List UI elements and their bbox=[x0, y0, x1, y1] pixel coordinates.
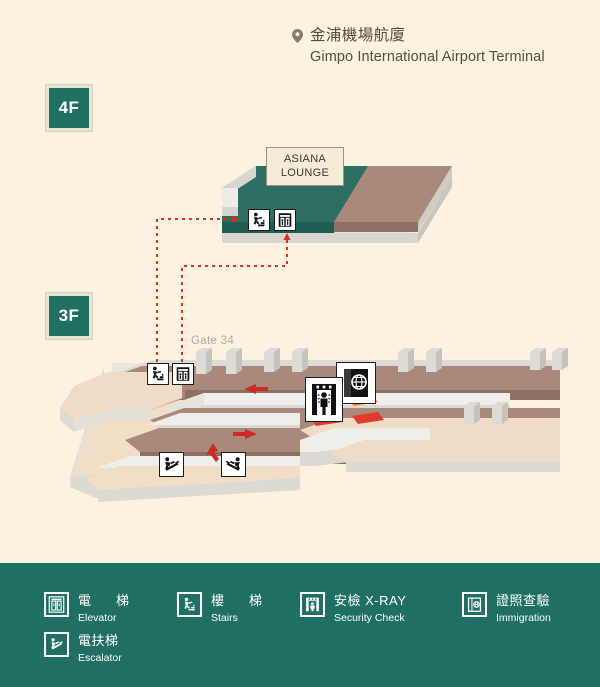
legend-label-en: Stairs bbox=[211, 612, 238, 624]
legend-item-immigration: 證照查驗 Immigration bbox=[462, 592, 551, 626]
page-title-zh-row: 金浦機場航廈 bbox=[292, 26, 592, 46]
floorplan-illustration bbox=[60, 166, 568, 502]
location-pin-icon bbox=[292, 29, 303, 44]
legend-label-zh: 電扶梯 bbox=[78, 633, 119, 648]
floor-3f-slab bbox=[60, 348, 568, 502]
legend-label-en: Escalator bbox=[78, 652, 122, 664]
map-icon-escalator-down[interactable] bbox=[221, 452, 246, 477]
map-icon-stairs-3f[interactable] bbox=[147, 363, 169, 385]
lounge-label-line1: ASIANA bbox=[283, 152, 327, 165]
legend-label-zh: 安檢 X-RAY bbox=[334, 593, 407, 608]
floor-badge-4f-label: 4F bbox=[58, 98, 80, 117]
legend-item-security-check: 安檢 X-RAY Security Check bbox=[300, 592, 406, 626]
legend-item-stairs: 樓 梯 Stairs bbox=[177, 592, 268, 626]
escalator-icon bbox=[44, 632, 69, 657]
legend-label-en: Immigration bbox=[496, 612, 551, 624]
page-title: 金浦機場航廈 bbox=[310, 27, 406, 44]
lounge-label-line2: LOUNGE bbox=[280, 166, 330, 179]
map-icon-elevator-3f[interactable] bbox=[172, 363, 194, 385]
route-path bbox=[156, 215, 291, 362]
map-icon-security-check-3f[interactable] bbox=[305, 377, 343, 422]
direction-arrows bbox=[206, 384, 268, 462]
legend-label-en: Elevator bbox=[78, 612, 117, 624]
legend-label-en: Security Check bbox=[334, 612, 405, 624]
legend-label-zh: 樓 梯 bbox=[211, 593, 269, 608]
asiana-lounge-label: ASIANA LOUNGE bbox=[266, 147, 344, 186]
page-subtitle: Gimpo International Airport Terminal bbox=[310, 49, 545, 66]
gate-34-label: Gate 34 bbox=[191, 335, 235, 347]
floor-4f-slab bbox=[218, 166, 452, 243]
stairs-icon bbox=[177, 592, 202, 617]
legend-item-escalator: 電扶梯 Escalator bbox=[44, 632, 122, 666]
legend-item-elevator: 電 梯 Elevator bbox=[44, 592, 135, 626]
legend-label-zh: 證照查驗 bbox=[496, 593, 551, 608]
legend-label-zh: 電 梯 bbox=[78, 593, 136, 608]
floor-badge-3f-label: 3F bbox=[58, 306, 80, 325]
map-icon-elevator-4f[interactable] bbox=[274, 209, 296, 231]
security-check-icon bbox=[300, 592, 325, 617]
floor-badge-3f[interactable]: 3F bbox=[46, 293, 92, 339]
floor-badge-4f[interactable]: 4F bbox=[46, 85, 92, 131]
page-header: 金浦機場航廈 Gimpo International Airport Termi… bbox=[292, 26, 592, 65]
legend-footer: 電 梯 Elevator 樓 梯 Stairs bbox=[0, 563, 600, 687]
map-icon-stairs-4f[interactable] bbox=[248, 209, 270, 231]
elevator-icon bbox=[44, 592, 69, 617]
map-icon-escalator-up[interactable] bbox=[159, 452, 184, 477]
immigration-icon bbox=[462, 592, 487, 617]
